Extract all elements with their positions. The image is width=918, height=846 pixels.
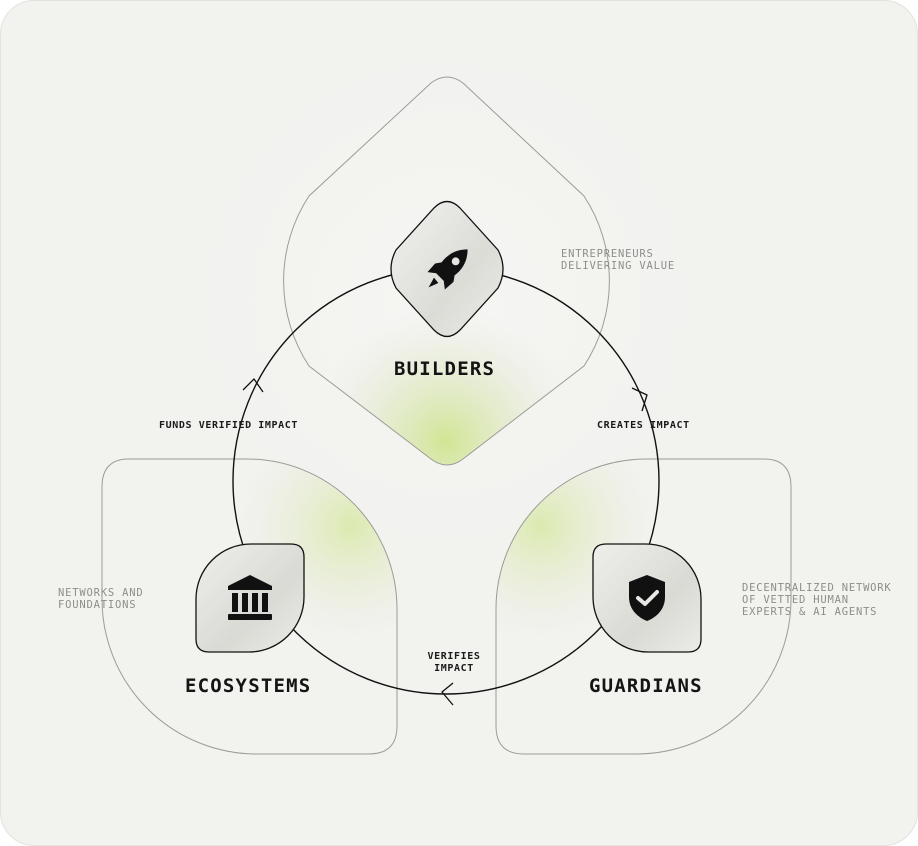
ecosystems-description: NETWORKS AND FOUNDATIONS — [58, 587, 144, 611]
arrow-creates-impact — [631, 387, 648, 412]
bank-icon — [228, 575, 272, 620]
rocket-icon — [427, 249, 468, 290]
edge-label-funds-verified-impact: FUNDS VERIFIED IMPACT — [159, 420, 299, 431]
edge-label-creates-impact: CREATES IMPACT — [597, 420, 690, 431]
guardians-tile[interactable] — [592, 543, 702, 653]
ecosystems-tile[interactable] — [195, 543, 305, 653]
ecosystems-title: ECOSYSTEMS — [185, 675, 312, 697]
edge-label-verifies-impact: VERIFIES IMPACT — [427, 651, 481, 674]
guardians-title: GUARDIANS — [589, 675, 703, 697]
arrow-verifies-impact — [441, 682, 454, 706]
guardians-description: DECENTRALIZED NETWORK OF VETTED HUMAN EX… — [742, 582, 892, 618]
shield-check-icon — [629, 575, 665, 621]
builders-title: BUILDERS — [394, 358, 496, 380]
arrow-funds-impact — [242, 378, 264, 393]
builders-description: ENTREPRENEURS DELIVERING VALUE — [561, 248, 675, 272]
builders-tile[interactable] — [386, 198, 508, 340]
